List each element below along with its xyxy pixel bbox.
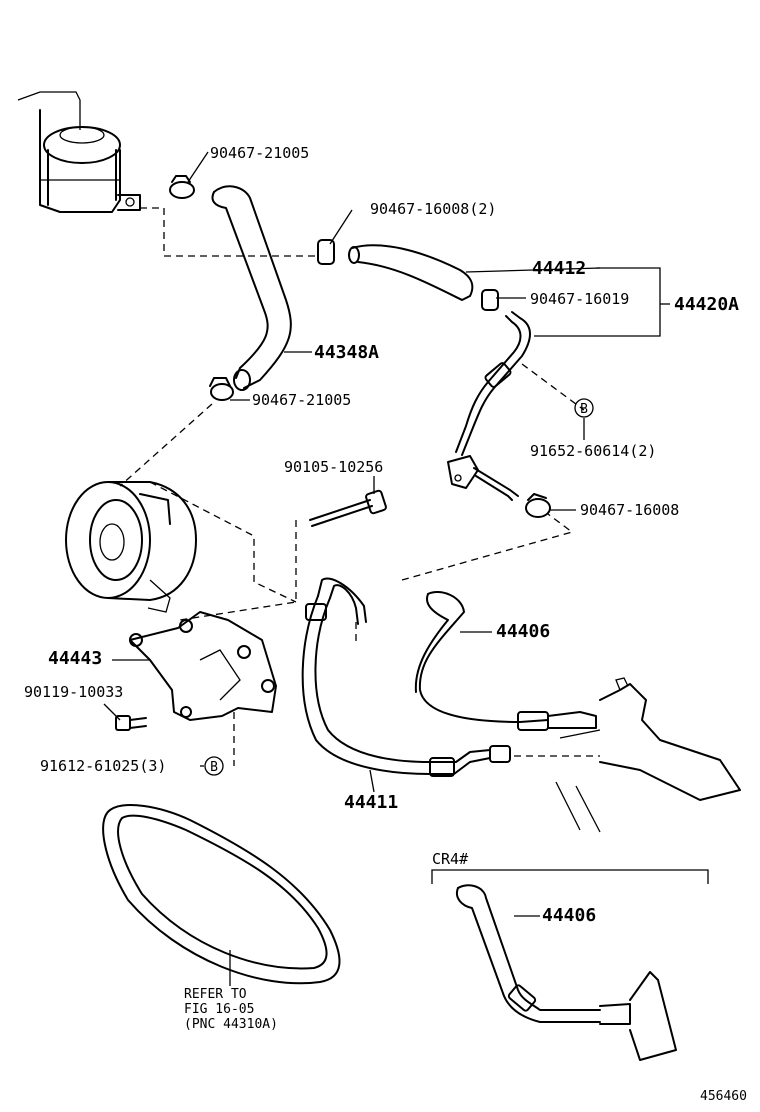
clamp-bottom xyxy=(209,377,234,401)
label-hose-44406-cr4: 44406 xyxy=(542,905,596,926)
label-refer-line1: REFER TO xyxy=(184,987,247,1002)
figure-number: 456460 xyxy=(700,1089,747,1104)
clamp-16008 xyxy=(525,493,551,518)
leader-lines xyxy=(103,151,670,986)
ref-circle-b-1: B xyxy=(574,398,594,418)
label-bolt-61025: 91612-61025(3) xyxy=(40,757,166,775)
label-clamp-16008-2: 90467-16008(2) xyxy=(370,200,496,218)
label-hose-44348a: 44348A xyxy=(314,342,379,363)
steering-gear xyxy=(555,677,741,833)
ref-b-label-2: B xyxy=(210,760,218,775)
tube-assembly xyxy=(447,311,531,501)
label-clamp-16008: 90467-16008 xyxy=(580,501,679,519)
hose-44411 xyxy=(301,577,511,777)
label-clamp-16019: 90467-16019 xyxy=(530,290,629,308)
reservoir-tank xyxy=(17,91,141,213)
bolt-10033 xyxy=(115,715,147,731)
drive-belt xyxy=(102,804,341,985)
label-hose-44406: 44406 xyxy=(496,621,550,642)
hose-44348a xyxy=(211,185,292,391)
clamp-top xyxy=(169,175,195,199)
label-hose-44411: 44411 xyxy=(344,792,398,813)
pump-bracket xyxy=(129,611,277,721)
label-hose-44412: 44412 xyxy=(532,258,586,279)
label-variant-cr4: CR4# xyxy=(432,850,468,868)
label-bolt-60614: 91652-60614(2) xyxy=(530,442,656,460)
cr4-variant xyxy=(431,869,709,1061)
label-group-44420a: 44420A xyxy=(674,294,739,315)
power-steering-pump xyxy=(65,481,197,613)
ref-b-label-1: B xyxy=(580,402,588,417)
dashed-connections xyxy=(119,207,600,766)
label-clamp-21005-top: 90467-21005 xyxy=(210,144,309,162)
label-clamp-21005-bottom: 90467-21005 xyxy=(252,391,351,409)
hose-44412 xyxy=(317,239,499,311)
hose-44406 xyxy=(414,591,597,731)
label-bolt-10256: 90105-10256 xyxy=(284,458,383,476)
label-refer-line2: FIG 16-05 xyxy=(184,1002,254,1017)
ref-circle-b-2: B xyxy=(204,756,224,776)
label-bracket-44443: 44443 xyxy=(48,648,102,669)
bolt-10256 xyxy=(309,489,387,527)
label-bolt-10033: 90119-10033 xyxy=(24,683,123,701)
label-refer-line3: (PNC 44310A) xyxy=(184,1017,278,1032)
